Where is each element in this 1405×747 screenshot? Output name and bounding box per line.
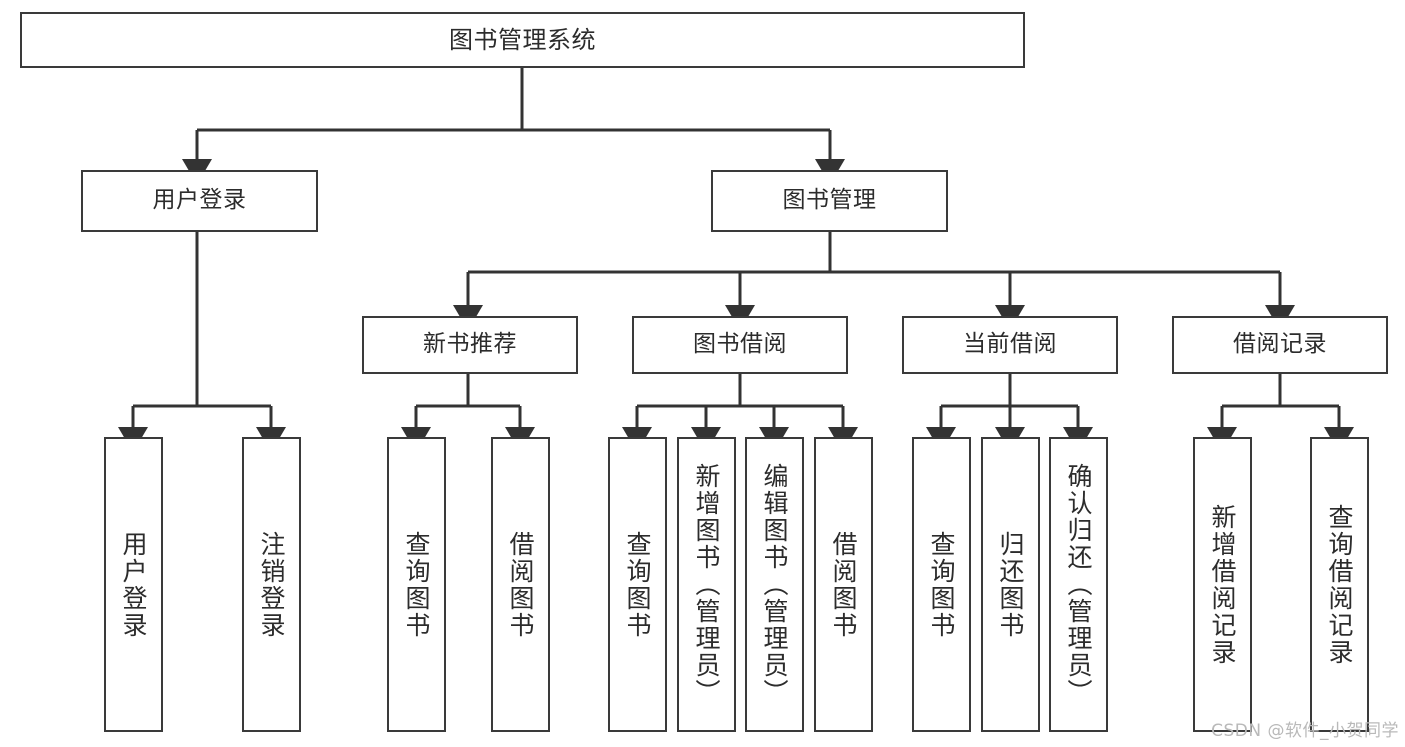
leaf-add-borrow-record-label: 新增借阅记录 bbox=[1208, 503, 1237, 666]
leaf-borrow-book-1[interactable]: 借阅图书 bbox=[491, 437, 550, 732]
leaf-edit-book-admin[interactable]: 编辑图书（管理员） bbox=[745, 437, 804, 732]
leaf-query-book-3[interactable]: 查询图书 bbox=[912, 437, 971, 732]
node-new-book-recommend[interactable]: 新书推荐 bbox=[362, 316, 578, 374]
leaf-logout-login-label: 注销登录 bbox=[257, 530, 286, 639]
leaf-query-book-2-label: 查询图书 bbox=[623, 530, 652, 639]
leaf-user-login[interactable]: 用户登录 bbox=[104, 437, 163, 732]
leaf-borrow-book-2[interactable]: 借阅图书 bbox=[814, 437, 873, 732]
node-book-borrow[interactable]: 图书借阅 bbox=[632, 316, 848, 374]
leaf-return-book[interactable]: 归还图书 bbox=[981, 437, 1040, 732]
node-current-borrow[interactable]: 当前借阅 bbox=[902, 316, 1118, 374]
leaf-query-book-2[interactable]: 查询图书 bbox=[608, 437, 667, 732]
node-root-label: 图书管理系统 bbox=[449, 25, 596, 54]
node-book-management[interactable]: 图书管理 bbox=[711, 170, 948, 232]
node-borrow-record[interactable]: 借阅记录 bbox=[1172, 316, 1388, 374]
leaf-return-book-label: 归还图书 bbox=[996, 530, 1025, 639]
leaf-query-book-3-label: 查询图书 bbox=[927, 530, 956, 639]
leaf-query-borrow-record-label: 查询借阅记录 bbox=[1325, 503, 1354, 666]
leaf-user-login-label: 用户登录 bbox=[119, 530, 148, 639]
node-new-book-recommend-label: 新书推荐 bbox=[423, 331, 517, 358]
node-borrow-record-label: 借阅记录 bbox=[1233, 331, 1327, 358]
node-user-login[interactable]: 用户登录 bbox=[81, 170, 318, 232]
watermark-credit: CSDN @软件_小贺同学 bbox=[1211, 721, 1399, 741]
leaf-add-book-admin[interactable]: 新增图书（管理员） bbox=[677, 437, 736, 732]
leaf-query-borrow-record[interactable]: 查询借阅记录 bbox=[1310, 437, 1369, 732]
leaf-query-book-1-label: 查询图书 bbox=[402, 530, 431, 639]
node-book-borrow-label: 图书借阅 bbox=[693, 331, 787, 358]
leaf-edit-book-admin-label: 编辑图书（管理员） bbox=[760, 463, 789, 706]
node-current-borrow-label: 当前借阅 bbox=[963, 331, 1057, 358]
leaf-query-book-1[interactable]: 查询图书 bbox=[387, 437, 446, 732]
node-book-management-label: 图书管理 bbox=[782, 187, 877, 214]
leaf-add-borrow-record[interactable]: 新增借阅记录 bbox=[1193, 437, 1252, 732]
leaf-borrow-book-2-label: 借阅图书 bbox=[829, 530, 858, 639]
leaf-confirm-return-admin[interactable]: 确认归还（管理员） bbox=[1049, 437, 1108, 732]
leaf-logout-login[interactable]: 注销登录 bbox=[242, 437, 301, 732]
leaf-borrow-book-1-label: 借阅图书 bbox=[506, 530, 535, 639]
node-user-login-label: 用户登录 bbox=[152, 187, 247, 214]
node-root-system[interactable]: 图书管理系统 bbox=[20, 12, 1025, 68]
leaf-add-book-admin-label: 新增图书（管理员） bbox=[692, 463, 721, 706]
leaf-confirm-return-admin-label: 确认归还（管理员） bbox=[1064, 463, 1093, 706]
